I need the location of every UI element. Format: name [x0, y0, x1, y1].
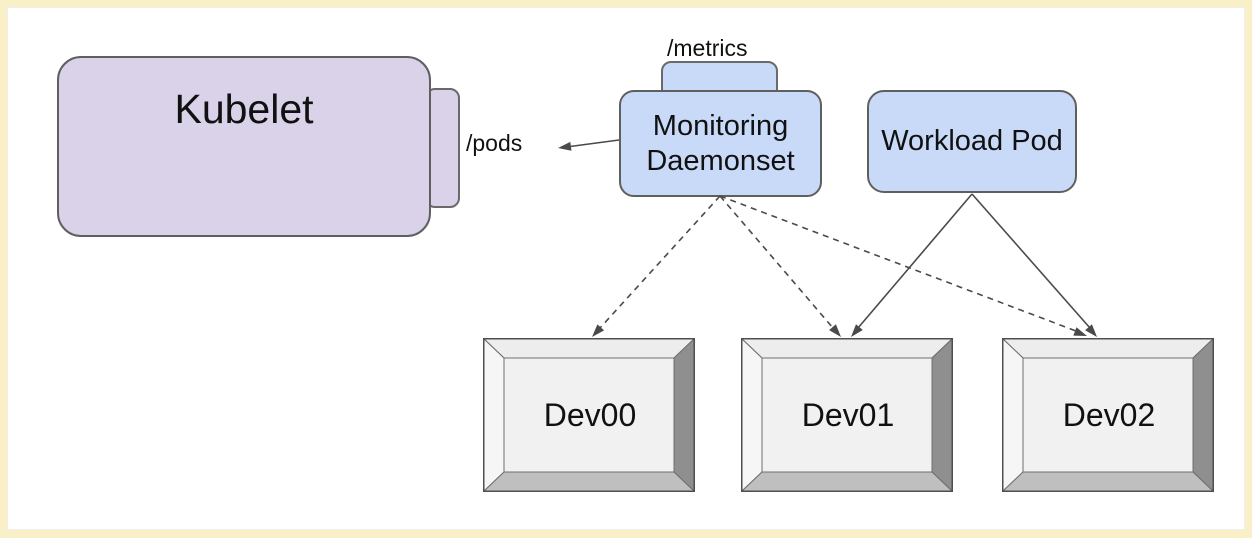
node-kubelet: Kubelet [57, 56, 431, 237]
bevel-top-face [483, 338, 695, 359]
metrics-endpoint-label: /metrics [667, 35, 748, 61]
device-face [761, 357, 933, 473]
dev02-label: Dev02 [1062, 396, 1156, 433]
bevel-bottom-face [1002, 471, 1214, 492]
bevel-left-face [1002, 338, 1024, 492]
dev00-label: Dev00 [543, 396, 637, 433]
node-monitoring-daemonset: Monitoring Daemonset [619, 90, 822, 197]
device-face [503, 357, 675, 473]
bevel-bottom-face [483, 471, 695, 492]
device-3d-frame [741, 338, 953, 492]
device-outline [1002, 338, 1214, 492]
pods-endpoint-label: /pods [466, 130, 523, 156]
bevel-left-face [483, 338, 505, 492]
node-dev00: Dev00 [483, 338, 695, 492]
bevel-top-face [1002, 338, 1214, 359]
device-outline [741, 338, 953, 492]
monitoring-daemonset-label: Monitoring Daemonset [646, 109, 795, 177]
bevel-bottom-face [741, 471, 953, 492]
bevel-right-face [1192, 338, 1214, 492]
node-workload-pod: Workload Pod [867, 90, 1077, 193]
bevel-top-face [741, 338, 953, 359]
bevel-right-face [673, 338, 695, 492]
dev01-label: Dev01 [801, 396, 895, 433]
bevel-left-face [741, 338, 763, 492]
device-3d-frame [1002, 338, 1214, 492]
device-outline [483, 338, 695, 492]
device-3d-frame [483, 338, 695, 492]
device-face [1022, 357, 1194, 473]
node-dev02: Dev02 [1002, 338, 1214, 492]
bevel-right-face [931, 338, 953, 492]
kubelet-label: Kubelet [174, 86, 314, 132]
workload-pod-label: Workload Pod [881, 125, 1063, 157]
node-dev01: Dev01 [741, 338, 953, 492]
